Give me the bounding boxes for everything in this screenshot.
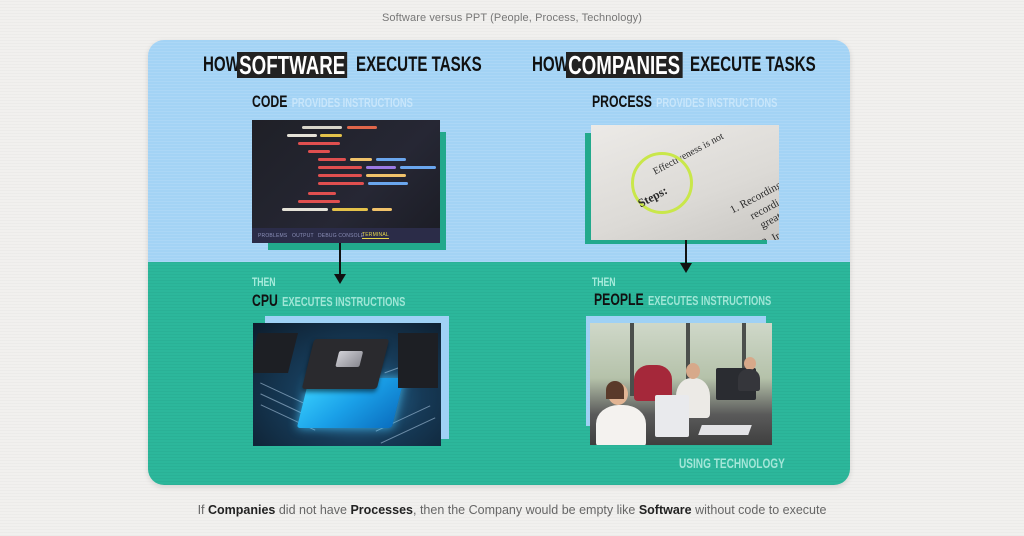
heading-prefix: HOW <box>532 53 569 76</box>
footer-text: without code to execute <box>691 503 827 517</box>
footer-bold-software: Software <box>638 503 692 517</box>
companies-heading: HOW COMPANIES EXECUTE TASKS <box>532 52 850 78</box>
tab-terminal: TERMINAL <box>362 232 389 239</box>
tab-debug-console: DEBUG CONSOLE <box>318 233 365 239</box>
process-image-frame: Effectiveness is not Steps: 1. Recording… <box>585 120 781 250</box>
footer-text: , then the Company would be empty like <box>413 503 639 517</box>
software-heading: HOW SOFTWARE EXECUTE TASKS <box>203 52 531 78</box>
process-subject: PROCESS <box>592 92 652 111</box>
arrow-down-icon <box>680 240 692 273</box>
footer-text: If <box>197 503 208 517</box>
cpu-predicate: EXECUTES INSTRUCTIONS <box>282 294 406 309</box>
then-label: THEN <box>252 275 276 289</box>
using-technology-caption: USING TECHNOLOGY <box>679 455 785 471</box>
cpu-image-frame <box>253 316 449 449</box>
heading-highlight: COMPANIES <box>566 52 683 78</box>
heading-suffix: EXECUTE TASKS <box>689 53 816 76</box>
office-workers-photo-icon <box>590 323 772 445</box>
editor-panel-tabs: PROBLEMS OUTPUT DEBUG CONSOLE TERMINAL <box>252 228 440 243</box>
people-predicate: EXECUTES INSTRUCTIONS <box>647 293 772 308</box>
code-subject: CODE <box>252 92 288 111</box>
heading-prefix: HOW <box>203 53 240 76</box>
people-image-frame <box>586 316 784 449</box>
then-label: THEN <box>592 275 616 289</box>
code-predicate: PROVIDES INSTRUCTIONS <box>291 95 413 110</box>
chip-package <box>301 339 390 389</box>
comparison-panel: HOW SOFTWARE EXECUTE TASKS HOW COMPANIES… <box>148 40 850 485</box>
heading-highlight: SOFTWARE <box>237 52 348 78</box>
tab-problems: PROBLEMS <box>258 233 288 239</box>
code-image-frame: PROBLEMS OUTPUT DEBUG CONSOLE TERMINAL <box>252 120 447 250</box>
footer-bold-companies: Companies <box>207 503 276 517</box>
code-editor-screenshot-icon: PROBLEMS OUTPUT DEBUG CONSOLE TERMINAL <box>252 120 440 243</box>
process-label: PROCESS PROVIDES INSTRUCTIONS <box>592 92 777 112</box>
steps-document-photo-icon: Effectiveness is not Steps: 1. Recording… <box>591 125 779 240</box>
cpu-subject: CPU <box>252 291 278 310</box>
footer-statement: If Companies did not have Processes, the… <box>0 503 1024 517</box>
highlight-circle <box>631 152 693 214</box>
cpu-label: CPU EXECUTES INSTRUCTIONS <box>252 291 405 311</box>
people-subject: PEOPLE <box>594 290 644 309</box>
tab-output: OUTPUT <box>292 233 314 239</box>
cpu-chip-photo-icon <box>253 323 441 446</box>
arrow-down-icon <box>334 243 346 284</box>
process-predicate: PROVIDES INSTRUCTIONS <box>656 95 778 110</box>
page-title: Software versus PPT (People, Process, Te… <box>381 12 643 24</box>
footer-bold-processes: Processes <box>350 503 413 517</box>
footer-text: did not have <box>275 503 351 517</box>
heading-suffix: EXECUTE TASKS <box>356 53 483 76</box>
